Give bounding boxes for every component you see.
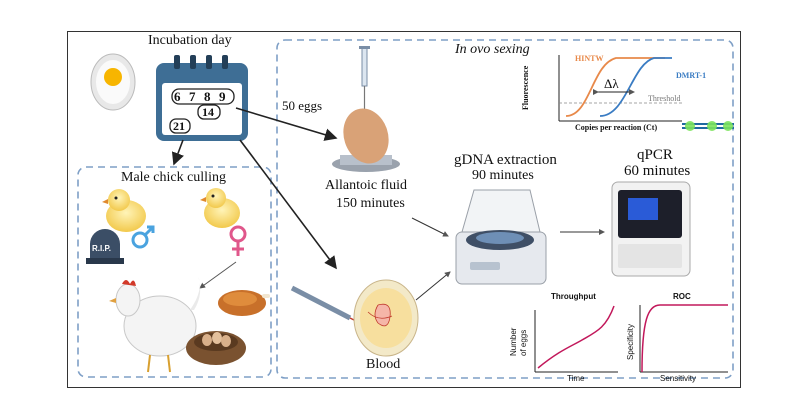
arrow-to-allantoic — [235, 107, 338, 141]
amplification-strand-icon — [682, 121, 734, 131]
allantoic-time: 150 minutes — [336, 196, 405, 211]
day-21: 21 — [173, 119, 185, 133]
day-6: 6 — [174, 89, 181, 104]
nest-icon — [186, 331, 246, 365]
throughput-xlabel: Time — [567, 374, 585, 383]
throughput-ylabel-1: Number — [509, 327, 518, 356]
roc-title: ROC — [673, 292, 691, 301]
qpcr-machine-icon — [611, 181, 691, 277]
allantoic-label: Allantoic fluid — [325, 178, 408, 193]
male-chick-icon — [102, 189, 146, 232]
threshold-label: Threshold — [648, 94, 681, 103]
arrow-to-culling — [171, 139, 184, 166]
hintw-label: HINTW — [575, 54, 604, 63]
sexing-xlabel: Copies per reaction (Ct) — [575, 123, 658, 132]
roc-chart — [639, 304, 728, 373]
sexing-title: In ovo sexing — [455, 42, 530, 57]
hen-icon — [109, 276, 201, 373]
delta-label: Δλ — [604, 76, 619, 91]
throughput-chart — [534, 305, 618, 373]
throughput-title: Throughput — [551, 292, 596, 301]
hintw-curve — [565, 57, 665, 117]
arrow-allantoic-to-centrifuge — [411, 217, 449, 237]
culling-panel — [77, 166, 272, 378]
syringe-allantoic-icon — [359, 46, 370, 112]
centrifuge-icon — [455, 189, 547, 285]
female-chick-icon — [200, 188, 240, 228]
arrow-female-to-hen — [199, 261, 237, 289]
roc-curve — [641, 304, 728, 373]
roast-chicken-icon — [218, 290, 270, 316]
male-symbol-icon — [131, 225, 155, 249]
female-symbol-icon — [229, 225, 247, 256]
dmrt-curve — [599, 57, 672, 117]
day-14: 14 — [202, 105, 214, 119]
egg-embryo-icon — [353, 279, 419, 357]
roc-xlabel: Sensitivity — [660, 374, 697, 383]
qpcr-title: qPCR — [637, 147, 673, 163]
calendar-icon — [156, 55, 248, 141]
culling-title: Male chick culling — [121, 170, 226, 185]
sexing-chart — [558, 55, 682, 122]
day-9: 9 — [219, 89, 226, 104]
day-8: 8 — [204, 89, 211, 104]
arrow-to-blood — [239, 139, 337, 270]
sexing-panel — [276, 39, 734, 379]
throughput-ylabel-2: of eggs — [519, 329, 528, 356]
roc-ylabel: Specificity — [626, 323, 635, 360]
arrow-blood-to-centrifuge — [415, 271, 451, 301]
egg-on-stand-icon — [332, 108, 400, 172]
incubation-title: Incubation day — [148, 33, 232, 48]
tombstone-icon — [86, 229, 124, 264]
blood-label: Blood — [366, 357, 401, 372]
cut-egg-icon — [90, 53, 136, 111]
throughput-curve — [537, 305, 615, 369]
dmrt-label: DMRT-1 — [676, 71, 707, 80]
sexing-ylabel: Fluorescence — [521, 65, 530, 110]
figure-frame — [67, 31, 741, 388]
qpcr-time: 60 minutes — [624, 163, 691, 179]
extraction-title: gDNA extraction — [454, 152, 557, 168]
extraction-time: 90 minutes — [472, 168, 534, 183]
tombstone-label: R.I.P. — [92, 244, 111, 253]
syringe-blood-icon — [290, 285, 365, 326]
eggs-label: 50 eggs — [282, 98, 323, 113]
day-7: 7 — [189, 89, 196, 104]
